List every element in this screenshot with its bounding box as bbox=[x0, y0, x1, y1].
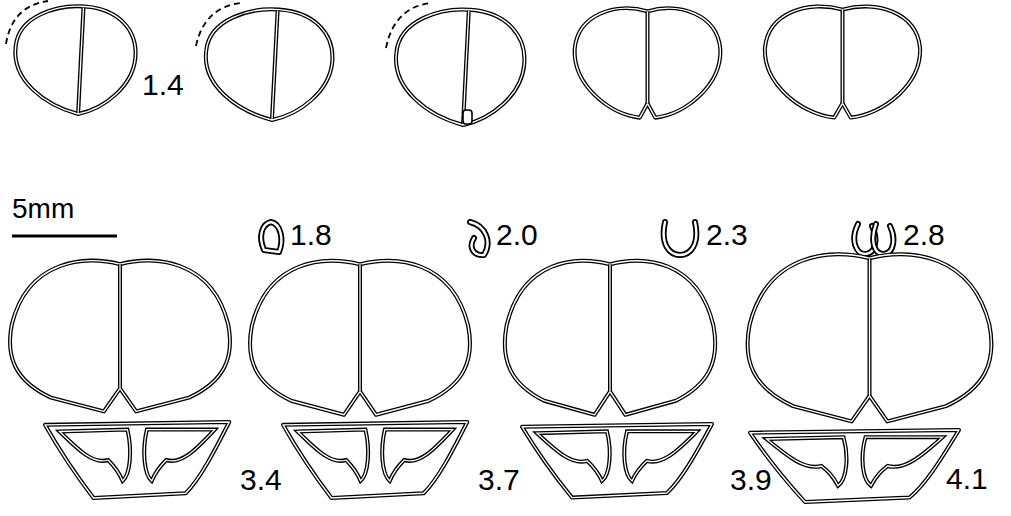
stage-label: 3.9 bbox=[730, 465, 772, 495]
stage-label: 3.7 bbox=[478, 465, 520, 495]
stage-label: 3.4 bbox=[240, 465, 282, 495]
stage-label: 1.8 bbox=[290, 220, 332, 250]
stage-label: 2.8 bbox=[903, 220, 945, 250]
scale-label: 5mm bbox=[12, 195, 74, 223]
stage-label: 1.4 bbox=[142, 70, 184, 100]
stage-label: 2.0 bbox=[496, 220, 538, 250]
stage-label: 4.1 bbox=[946, 464, 988, 494]
stage-label: 2.3 bbox=[706, 220, 748, 250]
